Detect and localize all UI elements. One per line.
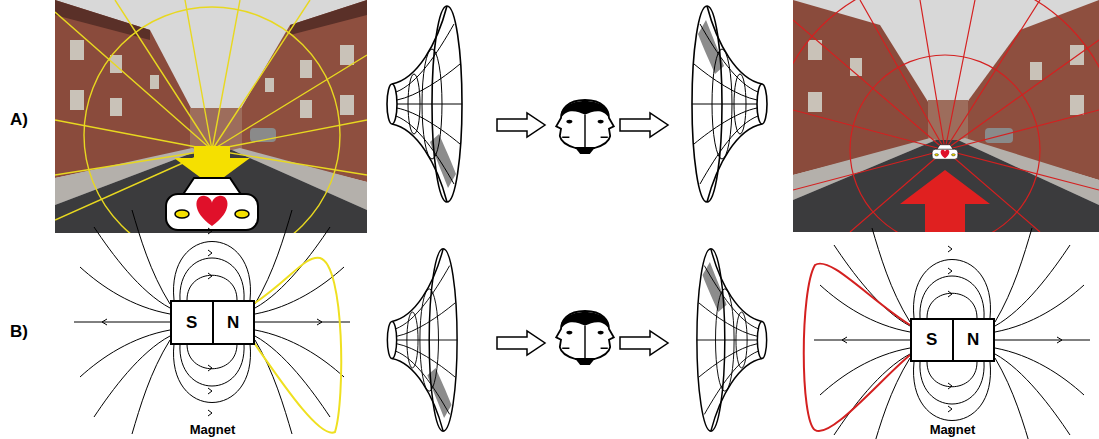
janus-face xyxy=(556,100,614,154)
roof-left xyxy=(55,0,150,40)
buildings-left xyxy=(55,0,192,178)
window xyxy=(300,100,312,118)
flow-arrow xyxy=(620,331,668,355)
windows xyxy=(70,40,354,118)
magnet-box: SNMagnet xyxy=(910,318,995,362)
flow-arrow xyxy=(497,331,545,355)
row-label: A) xyxy=(10,110,28,130)
flow-arrow xyxy=(497,113,545,137)
flow-arrow xyxy=(620,113,668,137)
horn-symbol xyxy=(697,249,767,431)
horn-symbol xyxy=(692,6,767,202)
magnet-caption: Magnet xyxy=(892,422,1013,437)
yellow-field-loop xyxy=(252,258,341,433)
window xyxy=(70,40,84,60)
car-icon-small xyxy=(932,145,958,160)
magnet-pole: S xyxy=(172,302,212,343)
street-photo-red xyxy=(793,0,1099,232)
sky xyxy=(55,0,367,233)
horn-symbol xyxy=(387,6,462,202)
windows xyxy=(808,40,1084,115)
horn-symbol xyxy=(387,249,457,431)
overlay-rays xyxy=(793,0,1099,232)
window xyxy=(110,55,122,73)
row-label: B) xyxy=(10,322,28,342)
window xyxy=(340,45,354,65)
window xyxy=(265,78,274,92)
overlay-circle xyxy=(850,55,1040,232)
sky xyxy=(793,0,1099,232)
roof-right xyxy=(290,0,367,35)
magnet-caption: Magnet xyxy=(152,422,273,437)
road xyxy=(793,140,1099,232)
window xyxy=(110,98,122,116)
magnetic-field-lines xyxy=(74,210,350,434)
window xyxy=(150,75,159,89)
magnet-box: SNMagnet xyxy=(170,300,255,345)
magnet-pole: S xyxy=(912,320,952,360)
magnet-pole: N xyxy=(212,302,254,343)
red-field-loop xyxy=(804,264,910,432)
window xyxy=(808,92,822,112)
yellow-overlay xyxy=(55,0,367,233)
janus-face xyxy=(556,311,614,365)
window xyxy=(70,90,84,110)
overlay-circle xyxy=(793,0,1099,232)
window xyxy=(300,60,312,78)
red-arrow xyxy=(900,170,990,232)
red-overlay xyxy=(793,0,1099,232)
street-photo-yellow xyxy=(55,0,367,233)
window xyxy=(1070,95,1084,115)
car-icon xyxy=(166,178,258,230)
window xyxy=(1030,62,1042,80)
magnet-pole: N xyxy=(952,320,994,360)
overlay-circle xyxy=(84,7,340,233)
window xyxy=(340,95,354,115)
